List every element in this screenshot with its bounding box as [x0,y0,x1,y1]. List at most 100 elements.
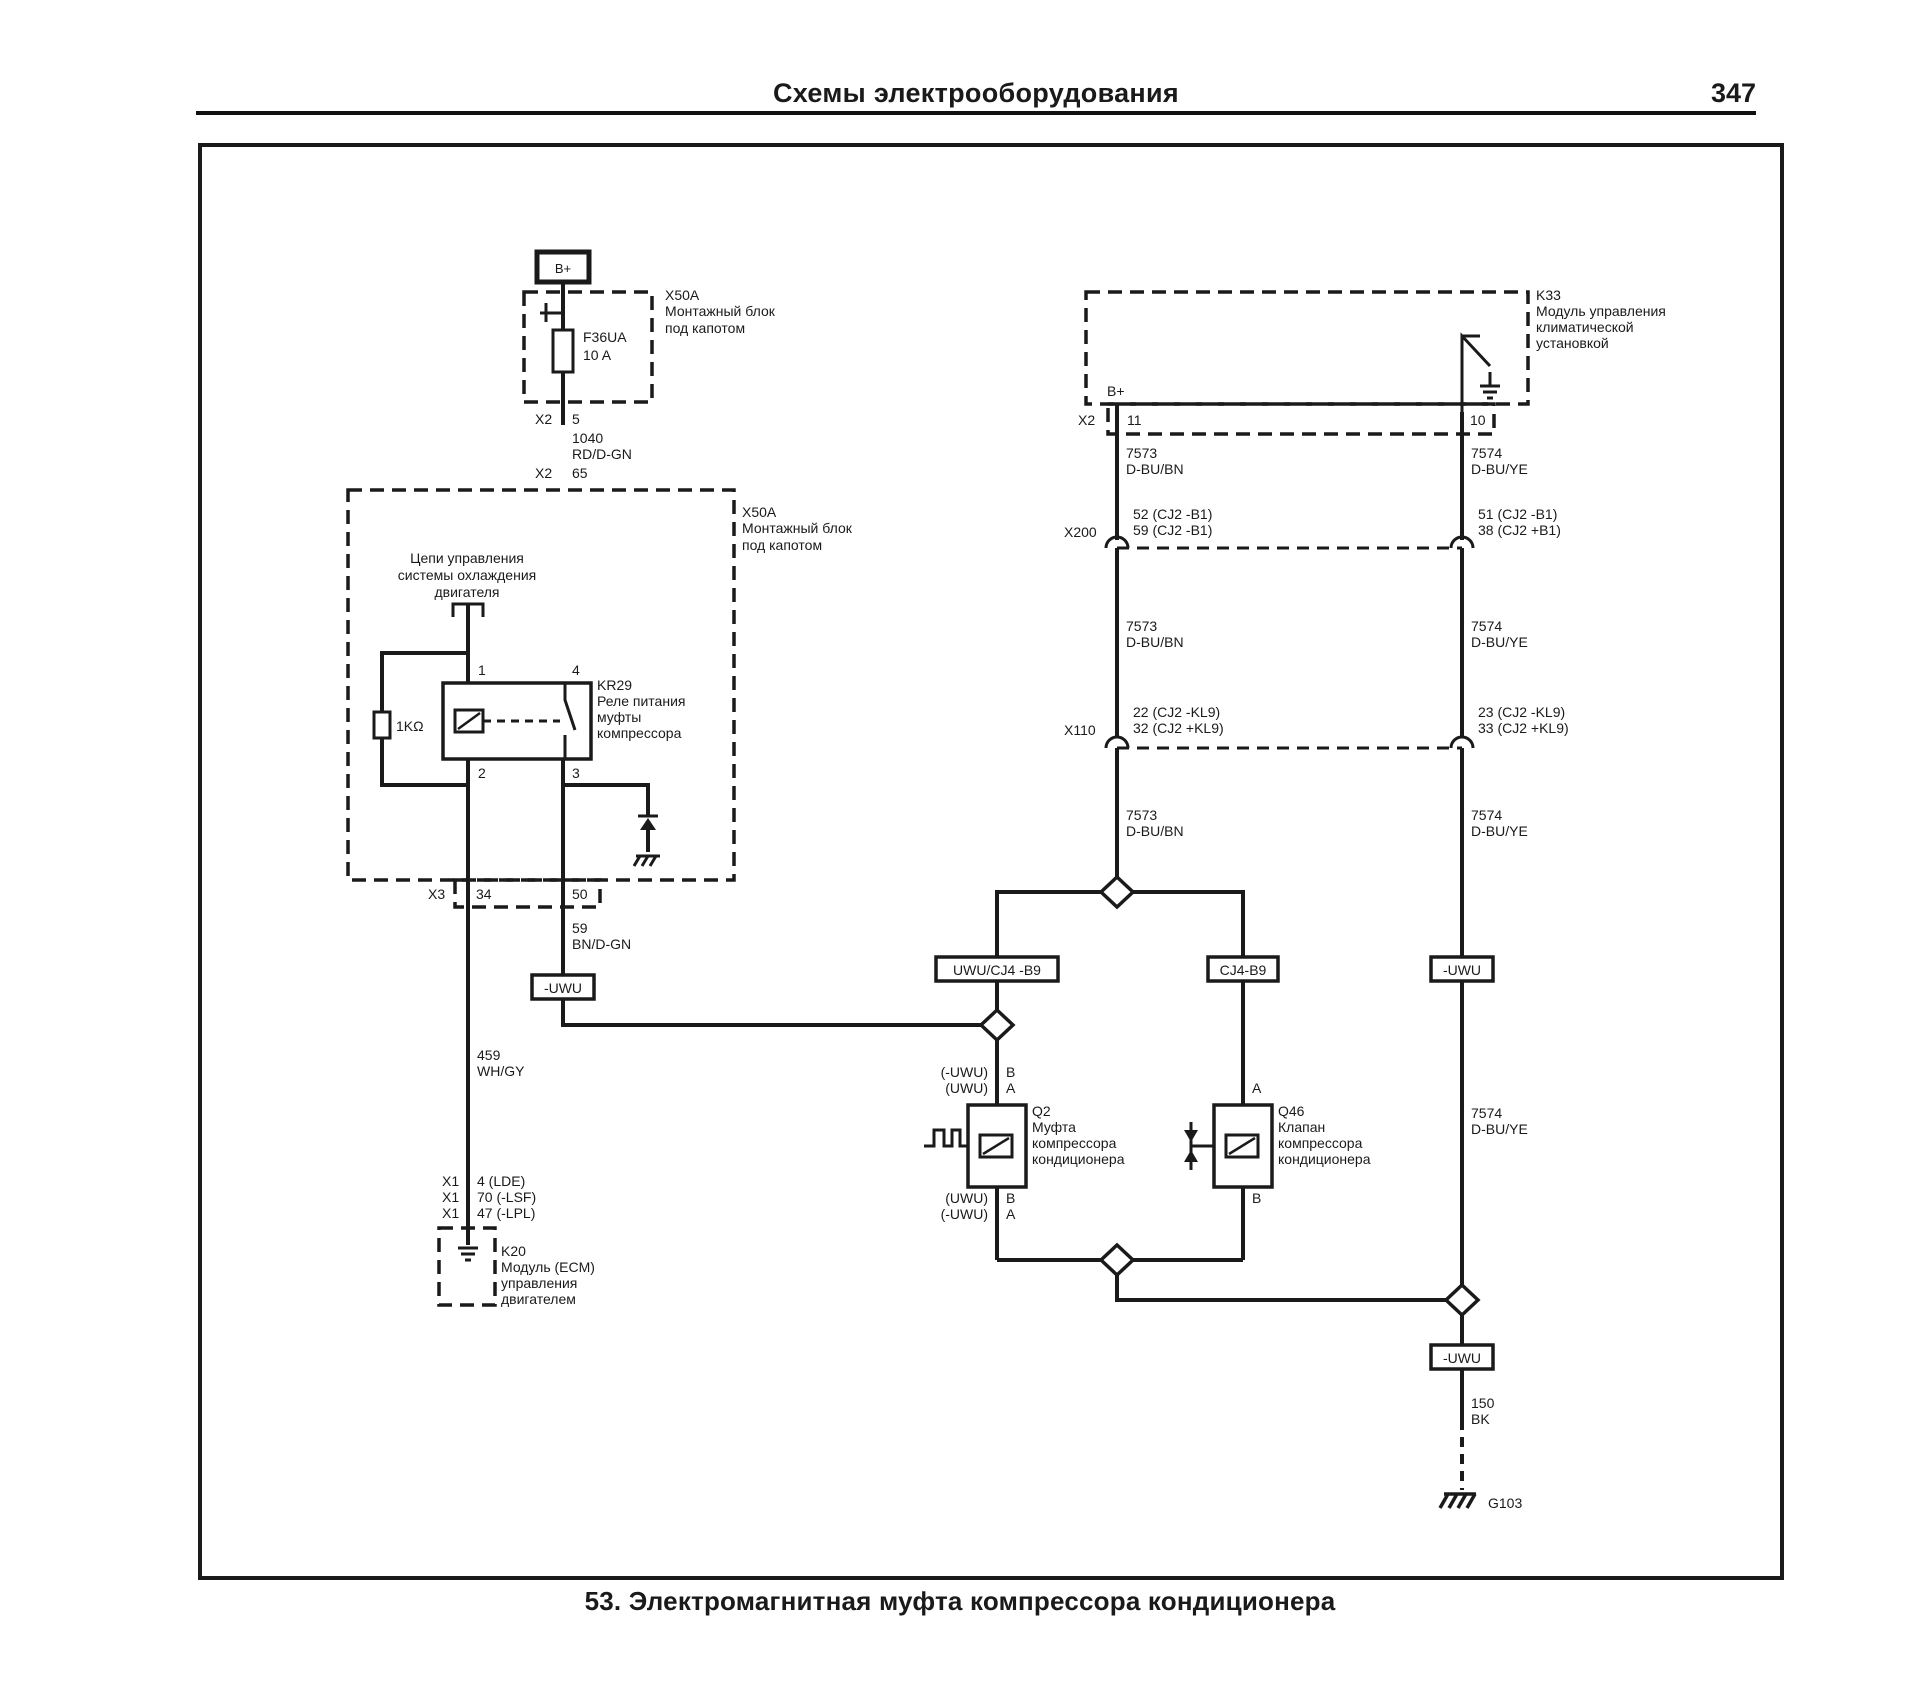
battery-label: B+ [555,261,571,276]
option-mid-label: CJ4-B9 [1220,962,1267,978]
wire-459-color: WH/GY [477,1063,525,1079]
fuse-block-main-line2: под капотом [742,537,822,553]
fuse-block-top-id: X50A [665,287,700,303]
page-header: Схемы электрооборудования 347 [196,74,1756,118]
x3-pin-50: 50 [572,886,588,902]
q2-top-opt1: (-UWU) [941,1064,988,1080]
splice-ground [1443,1282,1481,1318]
hvac-line2: климатической [1536,319,1634,335]
q2-line3: кондиционера [1032,1151,1125,1167]
ground-color: BK [1471,1411,1490,1427]
resistor-symbol [372,710,392,740]
splice-q2-feed [978,1007,1016,1043]
cooling-line2: системы охлаждения [398,567,536,583]
x200-right-pin [1449,535,1475,549]
x110-right-pin [1449,735,1475,749]
wire-7573-color-1: D-BU/BN [1126,461,1184,477]
x3-pin-34: 34 [476,886,492,902]
fuse-id: F36UA [583,329,627,345]
ecm-line3: двигателем [501,1291,576,1307]
cooling-line3: двигателя [434,584,499,600]
fuse-block-main-line1: Монтажный блок [742,520,853,536]
relay-line2: муфты [597,709,641,725]
q46-line2: компрессора [1278,1135,1363,1151]
relay-id: KR29 [597,677,632,693]
fuse-block-main-id: X50A [742,504,777,520]
fuse-block-top-line2: под капотом [665,320,745,336]
resistor-label: 1KΩ [396,718,424,734]
x110-left-2: 32 (CJ2 +KL9) [1133,720,1224,736]
ecm-line1: Модуль (ECM) [501,1259,595,1275]
option-left [934,955,1060,983]
q2-bot-opt2: (-UWU) [941,1206,988,1222]
ecm-id: K20 [501,1243,526,1259]
hvac-pin-10: 10 [1470,412,1486,428]
hvac-bplus: B+ [1107,383,1125,399]
q46-line1: Клапан [1278,1119,1325,1135]
ecm-pin3: 47 (-LPL) [477,1205,535,1221]
ecm-conn2: X1 [442,1189,459,1205]
x110-left-pin [1104,735,1130,749]
conn-x3: X3 [428,886,445,902]
wire-7573-circuit-2: 7573 [1126,618,1157,634]
ground-circuit: 150 [1471,1395,1495,1411]
x110-right-1: 23 (CJ2 -KL9) [1478,704,1565,720]
ecm-line2: управления [501,1275,577,1291]
hvac-ground-icon [1480,372,1500,400]
x200-left-pin [1104,535,1130,549]
wire-7573-circuit-3: 7573 [1126,807,1157,823]
conn-x2-bottom: X2 [535,465,552,481]
figure-caption: 53. Электромагнитная муфта компрессора к… [584,1586,1336,1616]
ecm-k20 [437,1226,497,1307]
q2-id: Q2 [1032,1103,1051,1119]
wire-7574-color-4: D-BU/YE [1471,1121,1528,1137]
fuse-rating: 10 A [583,347,612,363]
wire-7574-color-2: D-BU/YE [1471,634,1528,650]
hvac-id: K33 [1536,287,1561,303]
option-ground-label: -UWU [1443,1350,1481,1366]
wire-459-circuit: 459 [477,1047,501,1063]
hvac-line1: Модуль управления [1536,303,1666,319]
wire-1040-color: RD/D-GN [572,446,632,462]
page-number: 347 [1710,78,1756,108]
diode-ground-icon [632,854,660,867]
q2-bot-pin1: B [1006,1190,1015,1206]
wire-7573-color-3: D-BU/BN [1126,823,1184,839]
conn-x2-top: X2 [535,411,552,427]
pin-65: 65 [572,465,588,481]
wire-7574-color-1: D-BU/YE [1471,461,1528,477]
q46-line3: кондиционера [1278,1151,1371,1167]
clutch-q2-pulse-icon [924,1128,968,1148]
ground-id: G103 [1488,1495,1522,1511]
ecm-conn1: X1 [442,1173,459,1189]
relay-line3: компрессора [597,725,682,741]
ecm-ground-icon [458,1246,478,1262]
ecm-pin1: 4 (LDE) [477,1173,525,1189]
relay-pin1: 1 [478,662,486,678]
q2-line1: Муфта [1032,1119,1076,1135]
wire-7574-circuit-4: 7574 [1471,1105,1502,1121]
relay-pin4: 4 [572,662,580,678]
connector-x3 [453,878,602,909]
x200-left-1: 52 (CJ2 -B1) [1133,506,1212,522]
q46-pin-bottom: B [1252,1190,1261,1206]
q2-top-opt2: (UWU) [945,1080,988,1096]
hvac-switch [1460,332,1492,412]
q2-bot-pin2: A [1006,1206,1016,1222]
wire-59-color: BN/D-GN [572,936,631,952]
x110-left-1: 22 (CJ2 -KL9) [1133,704,1220,720]
hvac-connector-x2 [1106,402,1496,436]
wire-7573-color-2: D-BU/BN [1126,634,1184,650]
chassis-ground-icon [1438,1492,1477,1509]
wire-1040-circuit: 1040 [572,430,603,446]
wire-59-circuit: 59 [572,920,588,936]
ecm-conn3: X1 [442,1205,459,1221]
wire-7574-circuit-2: 7574 [1471,618,1502,634]
cooling-line1: Цепи управления [410,550,524,566]
hvac-pin-11: 11 [1127,412,1142,428]
x110-right-2: 33 (CJ2 +KL9) [1478,720,1569,736]
x110-conn: X110 [1064,722,1096,738]
relay-line1: Реле питания [597,693,685,709]
option-right [1429,955,1495,983]
